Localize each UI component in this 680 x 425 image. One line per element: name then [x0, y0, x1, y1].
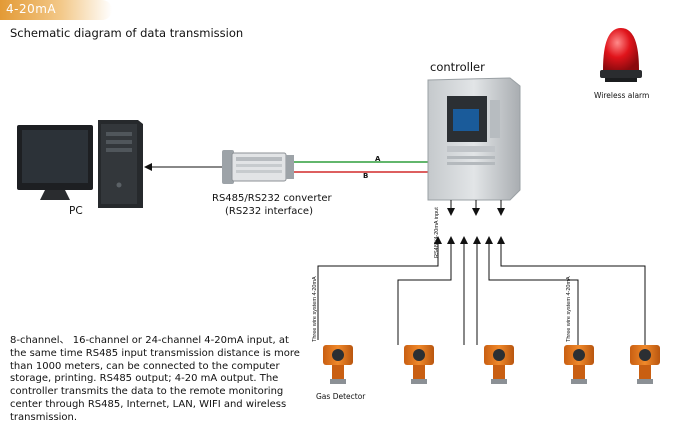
three-wire-label-right: Three wire system 4-20mA	[566, 276, 572, 342]
pc-label: PC	[69, 205, 83, 217]
converter-label-line2: (RS232 interface)	[225, 206, 313, 217]
rs485-input-label: RS485/4-20mA input	[434, 207, 440, 258]
wireless-alarm-icon	[600, 28, 642, 82]
gas-detector-5	[630, 345, 660, 384]
description-text: 8-channel、 16-channel or 24-channel 4-20…	[10, 335, 300, 423]
gas-detector-label: Gas Detector	[316, 392, 366, 401]
section-tag: 4-20mA	[0, 0, 112, 20]
controller-cabinet	[427, 77, 521, 201]
pc-tower	[98, 120, 143, 208]
controller-input-bus	[447, 200, 505, 216]
gas-detector-1	[323, 345, 353, 384]
section-tag-label: 4-20mA	[6, 2, 57, 16]
wire-a-label: A	[375, 155, 381, 163]
converter-device	[222, 150, 294, 184]
page-title: Schematic diagram of data transmission	[10, 26, 244, 40]
wireless-alarm-label: Wireless alarm	[594, 91, 650, 100]
wire-b-label: B	[363, 172, 369, 180]
pc-monitor	[17, 125, 93, 200]
gas-detector-3	[484, 345, 514, 384]
gas-detector-2	[404, 345, 434, 384]
three-wire-label-left: Three wire system 4-20mA	[312, 276, 318, 342]
detector-wiring	[317, 236, 646, 345]
converter-label-line1: RS485/RS232 converter	[212, 193, 332, 204]
gas-detector-4	[564, 345, 594, 384]
controller-label: controller	[430, 60, 485, 74]
